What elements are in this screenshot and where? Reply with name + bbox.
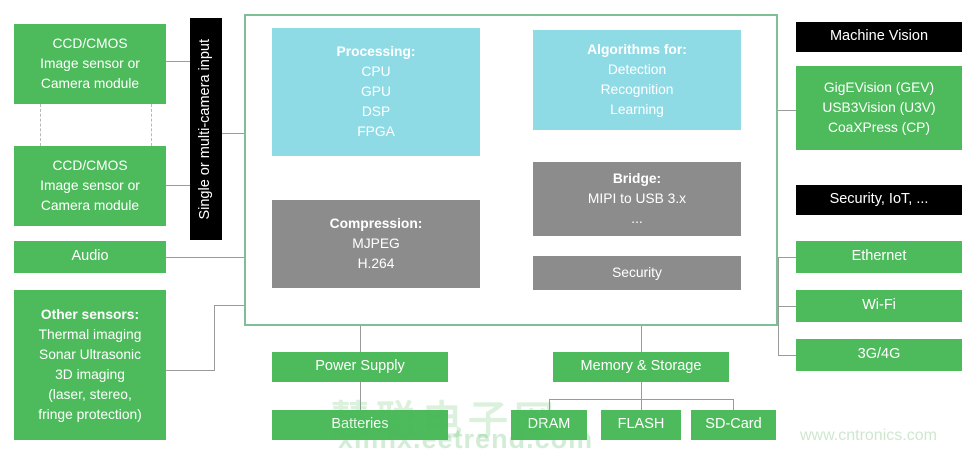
connector-storage-flash [641, 399, 642, 410]
protocol-gev: GigEVision (GEV) [823, 80, 935, 95]
other-sensors-line3: 3D imaging [55, 367, 125, 382]
processing-item-cpu: CPU [361, 64, 391, 79]
storage-flash[interactable]: FLASH [601, 410, 681, 440]
batteries[interactable]: Batteries [272, 410, 448, 440]
camera-input-bus-label: Single or multi-camera input [197, 38, 214, 220]
processing-block[interactable]: Processing: CPU GPU DSP FPGA [272, 28, 480, 156]
connector-camera2-to-bus [166, 185, 190, 186]
security-block-label: Security [612, 265, 662, 280]
processing-item-fpga: FPGA [357, 124, 395, 139]
camera-module-2[interactable]: CCD/CMOS Image sensor or Camera module [14, 146, 166, 226]
connector-audio-to-soc [166, 257, 246, 258]
camera-stack-dash-left [40, 104, 41, 146]
bridge-block[interactable]: Bridge: MIPI to USB 3.x ... [533, 162, 741, 236]
protocol-u3v: USB3Vision (U3V) [822, 100, 936, 115]
algorithms-item-detection: Detection [607, 62, 667, 77]
storage-dram[interactable]: DRAM [511, 410, 587, 440]
connector-sensors-seg2 [214, 305, 215, 371]
storage-sdcard[interactable]: SD-Card [691, 410, 776, 440]
storage-flash-label: FLASH [617, 416, 665, 433]
connector-sensors-seg1 [166, 370, 214, 371]
camera-module-1[interactable]: CCD/CMOS Image sensor or Camera module [14, 24, 166, 104]
watermark-site: www.cntronics.com [800, 427, 937, 444]
other-sensors[interactable]: Other sensors: Thermal imaging Sonar Ult… [14, 290, 166, 440]
memory-storage-label: Memory & Storage [580, 358, 702, 375]
compression-title: Compression: [329, 216, 423, 231]
audio-input-label: Audio [71, 248, 109, 265]
processing-title: Processing: [336, 44, 416, 59]
other-sensors-line1: Thermal imaging [38, 327, 142, 342]
other-sensors-title: Other sensors: [40, 307, 140, 322]
algorithms-title: Algorithms for: [587, 42, 687, 57]
machine-vision-header: Machine Vision [796, 22, 962, 52]
camera-module-2-line1: CCD/CMOS [52, 158, 128, 173]
protocol-cxp: CoaXPress (CP) [828, 120, 930, 135]
power-supply-label: Power Supply [315, 358, 405, 375]
other-sensors-line5: fringe protection) [38, 407, 142, 422]
power-supply[interactable]: Power Supply [272, 352, 448, 382]
audio-input[interactable]: Audio [14, 241, 166, 273]
network-wifi-label: Wi-Fi [862, 297, 896, 314]
batteries-label: Batteries [331, 416, 389, 433]
compression-item-h264: H.264 [357, 256, 395, 271]
algorithms-item-learning: Learning [610, 102, 664, 117]
connector-soc-to-memory [641, 326, 642, 352]
bridge-item-mipi: MIPI to USB 3.x [587, 191, 687, 206]
machine-vision-header-label: Machine Vision [829, 28, 929, 45]
connector-network-3g4g [778, 355, 796, 356]
memory-storage[interactable]: Memory & Storage [553, 352, 729, 382]
storage-dram-label: DRAM [527, 416, 571, 433]
connector-storage-sdcard [733, 399, 734, 410]
connector-network-wifi [778, 306, 796, 307]
network-wifi[interactable]: Wi-Fi [796, 290, 962, 322]
connector-storage-dram [549, 399, 550, 410]
camera-module-1-line1: CCD/CMOS [52, 36, 128, 51]
storage-sdcard-label: SD-Card [705, 416, 762, 433]
network-ethernet[interactable]: Ethernet [796, 241, 962, 273]
algorithms-item-recognition: Recognition [600, 82, 674, 97]
connector-soc-to-machine-vision [778, 110, 796, 111]
other-sensors-line4: (laser, stereo, [48, 387, 132, 402]
processing-item-dsp: DSP [361, 104, 391, 119]
connector-sensors-seg3 [214, 305, 246, 306]
security-block[interactable]: Security [533, 256, 741, 290]
compression-block[interactable]: Compression: MJPEG H.264 [272, 200, 480, 288]
other-sensors-line2: Sonar Ultrasonic [39, 347, 141, 362]
processing-item-gpu: GPU [361, 84, 391, 99]
connector-bus-to-soc [222, 133, 246, 134]
bridge-item-more: ... [631, 211, 643, 226]
network-3g4g[interactable]: 3G/4G [796, 339, 962, 371]
machine-vision-protocols[interactable]: GigEVision (GEV) USB3Vision (U3V) CoaXPr… [796, 66, 962, 150]
camera-module-2-line2: Image sensor or [40, 178, 140, 193]
algorithms-block[interactable]: Algorithms for: Detection Recognition Le… [533, 30, 741, 130]
compression-item-mjpeg: MJPEG [352, 236, 400, 251]
security-iot-header-label: Security, IoT, ... [829, 191, 929, 208]
camera-stack-dash-right [151, 104, 152, 146]
network-ethernet-label: Ethernet [851, 248, 907, 265]
camera-module-2-line3: Camera module [40, 198, 140, 213]
security-iot-header: Security, IoT, ... [796, 185, 962, 215]
camera-module-1-line3: Camera module [40, 76, 140, 91]
connector-camera1-to-bus [166, 61, 190, 62]
connector-network-ethernet [778, 257, 796, 258]
connector-soc-to-power [360, 326, 361, 352]
bridge-title: Bridge: [612, 171, 662, 186]
connector-power-to-batteries [360, 382, 361, 410]
connector-memory-down [641, 382, 642, 399]
camera-input-bus: Single or multi-camera input [190, 18, 222, 240]
camera-module-1-line2: Image sensor or [40, 56, 140, 71]
network-3g4g-label: 3G/4G [857, 346, 901, 363]
